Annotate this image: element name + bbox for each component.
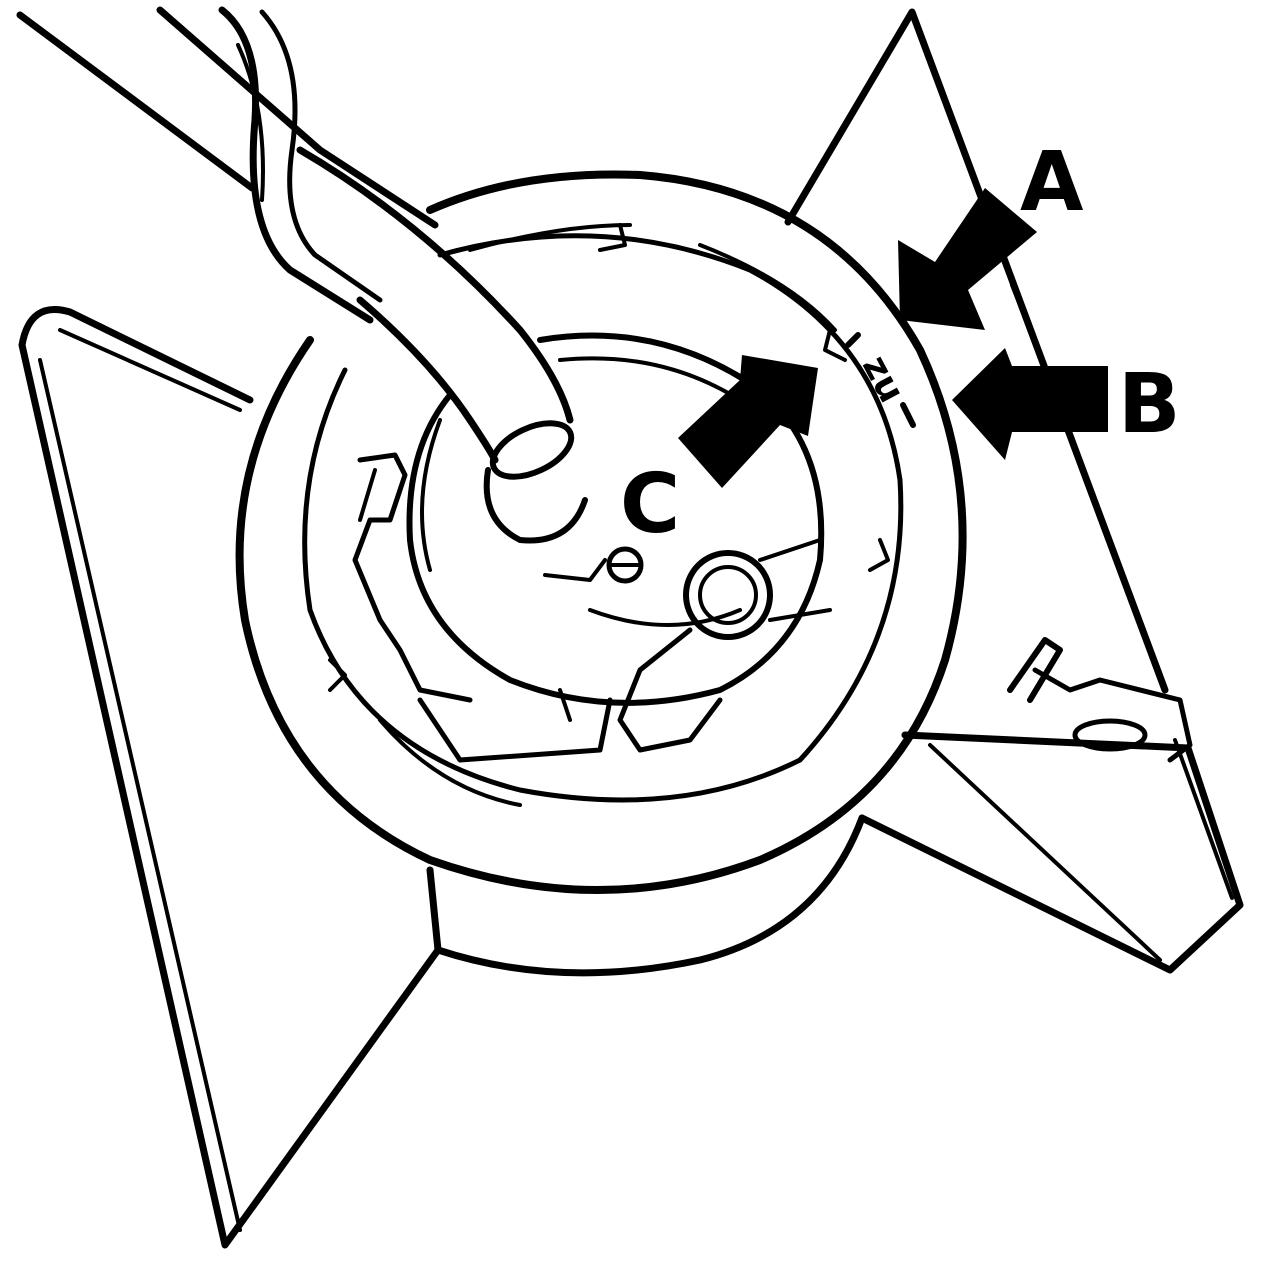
callout-a-label: A [1020,135,1084,230]
retaining-clip [1007,637,1193,763]
locking-ring [235,170,967,977]
arrow-b [952,348,1108,460]
zu-marking-label: zu [854,349,912,409]
callout-c-label: C [620,457,680,552]
arrow-c [678,355,818,488]
fuel-hose [16,6,588,544]
arrow-a [898,188,1037,330]
mounting-flange [18,8,1244,1249]
callout-b-label: B [1118,357,1181,452]
